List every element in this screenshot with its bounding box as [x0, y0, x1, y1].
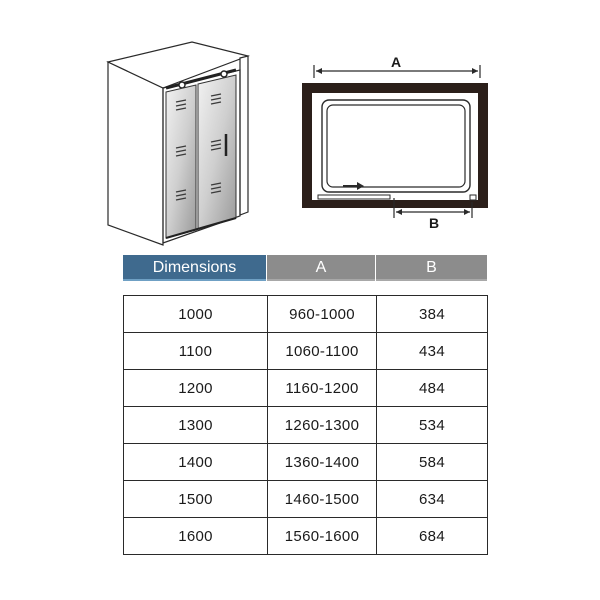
product-drawings: A B — [106, 41, 488, 246]
cell-dimension: 1300 — [123, 406, 268, 444]
cell-b: 384 — [376, 295, 488, 333]
shower-enclosure-drawing — [106, 41, 251, 246]
dimension-b-label: B — [429, 215, 439, 231]
frosted-marks — [175, 93, 222, 201]
cell-b: 634 — [376, 480, 488, 518]
cell-dimension: 1400 — [123, 443, 268, 481]
table-row: 1500 1460-1500 634 — [123, 480, 488, 518]
table-row: 1200 1160-1200 484 — [123, 369, 488, 407]
cell-a: 1260-1300 — [267, 406, 377, 444]
left-wall — [107, 61, 164, 246]
slide-direction-arrow — [343, 182, 364, 190]
dimension-a — [313, 65, 481, 78]
header-a: A — [267, 255, 375, 281]
header-dimensions: Dimensions — [123, 255, 266, 281]
cell-a: 1360-1400 — [267, 443, 377, 481]
cell-dimension: 1500 — [123, 480, 268, 518]
header-b: B — [376, 255, 487, 281]
cell-dimension: 1100 — [123, 332, 268, 370]
cell-b: 584 — [376, 443, 488, 481]
tray-outline — [321, 99, 471, 193]
cell-dimension: 1000 — [123, 295, 268, 333]
dimension-b — [393, 198, 473, 218]
table-row: 1400 1360-1400 584 — [123, 443, 488, 481]
cell-b: 534 — [376, 406, 488, 444]
table-row: 1100 1060-1100 434 — [123, 332, 488, 370]
cell-b: 434 — [376, 332, 488, 370]
cell-b: 684 — [376, 517, 488, 555]
cell-a: 1460-1500 — [267, 480, 377, 518]
fixed-glass-panel — [165, 84, 197, 239]
table-row: 1300 1260-1300 534 — [123, 406, 488, 444]
cell-a: 1060-1100 — [267, 332, 377, 370]
cell-b: 484 — [376, 369, 488, 407]
cell-dimension: 1200 — [123, 369, 268, 407]
cell-a: 1160-1200 — [267, 369, 377, 407]
dimensions-table: 1000 960-1000 384 1100 1060-1100 434 120… — [123, 295, 488, 555]
cell-a: 1560-1600 — [267, 517, 377, 555]
cell-dimension: 1600 — [123, 517, 268, 555]
table-row: 1000 960-1000 384 — [123, 295, 488, 333]
cell-a: 960-1000 — [267, 295, 377, 333]
table-row: 1600 1560-1600 684 — [123, 517, 488, 555]
dimension-a-label: A — [391, 54, 401, 70]
plan-view-drawing: A B — [302, 54, 488, 231]
right-wall — [239, 55, 249, 216]
